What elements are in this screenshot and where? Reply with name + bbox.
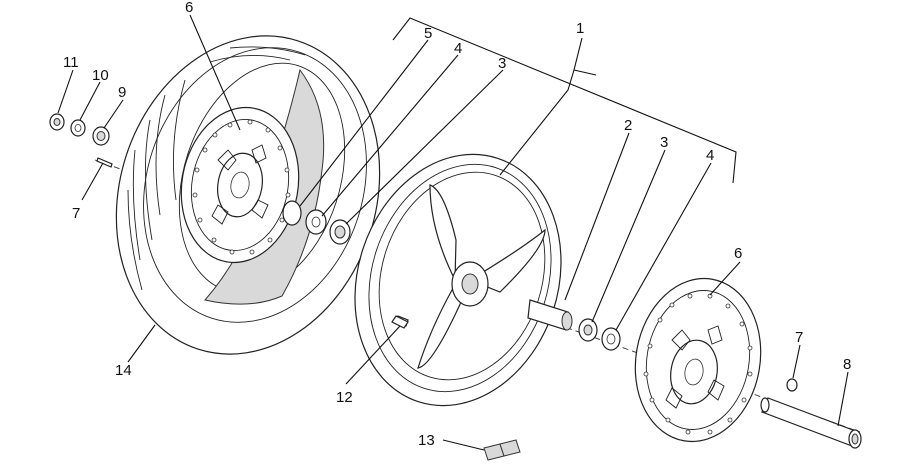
callout-11: 11 [63,54,79,71]
seal-part-4-right [601,327,621,351]
leader-line-6-left [189,14,241,131]
callout-14: 14 [115,362,132,379]
brake-disc-left [180,106,300,264]
bolt-part-7-right [786,378,798,392]
leader-line-14 [127,324,156,363]
callout-5: 5 [424,25,432,42]
leader-line-13 [442,439,485,451]
callout-4-right: 4 [706,147,714,164]
leader-line-9 [103,99,124,129]
leader-line-1 [499,37,583,176]
bearing-part-9 [92,126,110,146]
seal-part-10 [70,119,86,137]
leader-line-5 [299,39,429,207]
callout-3-right: 3 [660,134,668,151]
leader-line-3-left [345,69,504,225]
seal-part-4-left [305,209,327,235]
callout-10: 10 [92,67,109,84]
callout-6-left: 6 [185,0,193,16]
callout-9: 9 [118,84,126,101]
assembly-bracket [392,17,737,184]
callout-7-left: 7 [72,205,80,222]
callout-7-right: 7 [795,329,803,346]
leader-line-2 [564,132,630,301]
callout-1: 1 [576,20,584,37]
leader-line-4-right [615,162,712,331]
leader-line-12 [345,325,401,385]
bolt-part-7-left [96,157,113,168]
brake-disc-right [634,277,762,443]
callout-6-right: 6 [734,245,742,262]
leader-line-7-left [81,162,104,201]
callout-3-left: 3 [498,55,506,72]
leader-line-8 [837,371,849,427]
wheel-rim [354,153,562,407]
spacer-part-2 [527,299,573,331]
bearing-part-3-left [329,219,351,245]
bearing-part-3-right [578,318,598,342]
callout-13: 13 [418,432,435,449]
callout-12: 12 [336,389,353,406]
leader-line-3-right [591,149,666,323]
valve-part-12 [391,315,409,329]
axle-part-8 [760,397,862,449]
clip-part-5 [282,200,302,226]
balance-weight-part-13 [483,439,521,461]
leader-line-11 [57,69,74,114]
callout-4-left: 4 [454,40,462,57]
callout-2: 2 [624,117,632,134]
leader-line-10 [79,81,101,121]
callout-8: 8 [843,356,851,373]
leader-line-7-right [792,344,801,379]
leader-line-6-right [709,261,741,296]
leader-line-4-left [321,54,459,217]
leader-line-1b [573,69,597,76]
spacer-part-11 [49,113,65,131]
